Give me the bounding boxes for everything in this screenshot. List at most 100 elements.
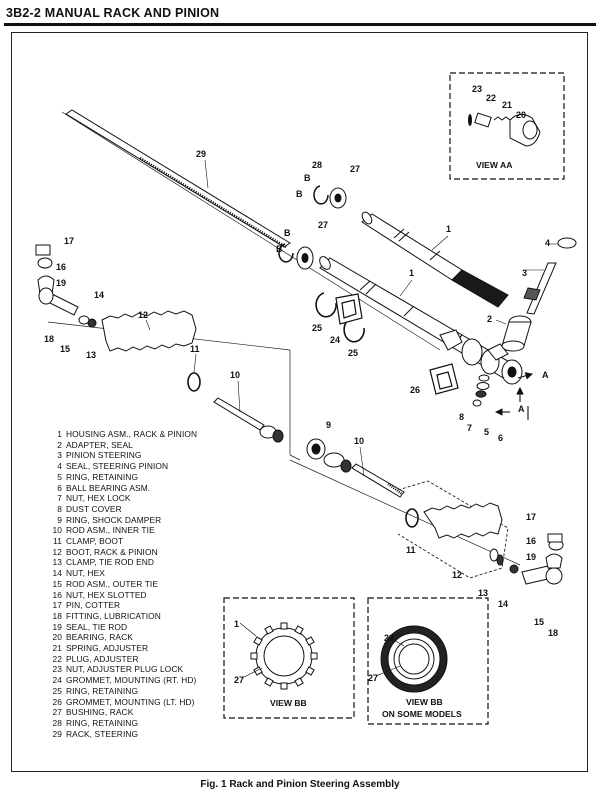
right-inner-tie-rod [306, 438, 405, 498]
page-header: 3B2-2 MANUAL RACK AND PINION [6, 6, 220, 20]
callout-15: 15 [60, 344, 70, 354]
view-bb-right-label: VIEW BB [406, 697, 443, 707]
rack-bushings [278, 185, 347, 270]
bushing-tooth [294, 625, 304, 635]
callout-10-b: 10 [354, 436, 364, 446]
legend-item: 5 RING, RETAINING [47, 472, 197, 483]
figure-frame [11, 32, 588, 772]
callouts: 29 28 27 27 1 1 4 3 2 25 24 25 26 8 7 5 … [44, 84, 558, 719]
header-rule [4, 23, 596, 26]
legend-number: 17 [52, 600, 62, 611]
legend-text: BEARING, RACK [66, 632, 133, 643]
left-inner-tie-rod [213, 397, 284, 443]
callout-17-b: 17 [526, 512, 536, 522]
legend-number: 6 [57, 482, 62, 493]
callout-6: 6 [498, 433, 503, 443]
callout-5: 5 [484, 427, 489, 437]
legend-number: 7 [57, 493, 62, 504]
legend-text: NUT, ADJUSTER PLUG LOCK [66, 664, 184, 675]
legend-text: SEAL, STEERING PINION [66, 461, 169, 472]
legend-text: NUT, HEX SLOTTED [66, 589, 147, 600]
legend-number: 21 [52, 643, 62, 654]
legend-number: 26 [52, 696, 62, 707]
legend-number: 18 [52, 610, 62, 621]
callout-16: 16 [56, 262, 66, 272]
legend-text: RING, RETAINING [66, 471, 139, 482]
callout-13-b: 13 [478, 588, 488, 598]
legend-text: ROD ASM., INNER TIE [66, 525, 155, 536]
legend-number: 27 [52, 707, 62, 718]
housing-upper [361, 211, 509, 308]
bushing-tooth [264, 625, 274, 635]
legend-item: 14 NUT, HEX [47, 568, 197, 579]
view-aa [449, 72, 565, 180]
legend-item: 23 NUT, ADJUSTER PLUG LOCK [47, 664, 197, 675]
callout-8: 8 [459, 412, 464, 422]
legend-text: PINION STEERING [66, 450, 142, 461]
callout-11: 11 [190, 344, 200, 354]
callout-19: 19 [56, 278, 66, 288]
legend-number: 5 [57, 471, 62, 482]
legend-number: 10 [52, 525, 62, 536]
legend-text: NUT, HEX LOCK [66, 493, 131, 504]
callout-10: 10 [230, 370, 240, 380]
section-mark-b-4: B [276, 244, 283, 254]
callout-15-b: 15 [534, 617, 544, 627]
legend-number: 22 [52, 653, 62, 664]
callout-17: 17 [64, 236, 74, 246]
callout-2: 2 [487, 314, 492, 324]
bushing-tooth [250, 652, 258, 660]
legend-text: HOUSING ASM., RACK & PINION [66, 429, 198, 439]
steering-rack [65, 109, 291, 249]
legend-number: 14 [52, 568, 62, 579]
view-aa-label: VIEW AA [476, 160, 512, 170]
callout-24: 24 [330, 335, 340, 345]
legend-number: 23 [52, 664, 62, 675]
callout-26: 26 [410, 385, 420, 395]
legend-number: 3 [57, 450, 62, 461]
legend-number: 28 [52, 717, 62, 728]
section-mark-a-2: A [518, 404, 525, 414]
legend-number: 13 [52, 557, 62, 568]
legend-text: CLAMP, BOOT [66, 536, 124, 547]
callout-16-b: 16 [526, 536, 536, 546]
callout-27-b: 27 [318, 220, 328, 230]
view-bb-left [223, 597, 355, 719]
callout-14-b: 14 [498, 599, 508, 609]
legend-item: 20 BEARING, RACK [47, 632, 197, 643]
bushing-tooth [305, 636, 315, 646]
leader-lines [145, 159, 558, 679]
legend-text: NUT, HEX [66, 568, 105, 579]
callout-1-view-bb: 1 [234, 619, 239, 629]
section-mark-a-1: A [542, 370, 549, 380]
legend-number: 20 [52, 632, 62, 643]
view-bb-left-label: VIEW BB [270, 698, 307, 708]
view-bb-right-note: ON SOME MODELS [382, 709, 462, 719]
legend-text: BOOT, RACK & PINION [66, 546, 158, 557]
pinion-small-parts [472, 374, 490, 407]
callout-11-b: 11 [406, 545, 416, 555]
legend-text: DUST COVER [66, 503, 122, 514]
callout-19-b: 19 [526, 552, 536, 562]
bushing-tooth [294, 677, 304, 687]
bushing-tooth [280, 622, 288, 630]
callout-22: 22 [486, 93, 496, 103]
callout-18: 18 [44, 334, 54, 344]
grommets-rings [315, 292, 459, 395]
legend-text: RING, SHOCK DAMPER [66, 514, 162, 525]
legend-text: RING, RETAINING [66, 685, 139, 696]
legend-text: PIN, COTTER [66, 600, 121, 611]
legend-text: SPRING, ADJUSTER [66, 643, 149, 654]
bushing-tooth [264, 677, 274, 687]
